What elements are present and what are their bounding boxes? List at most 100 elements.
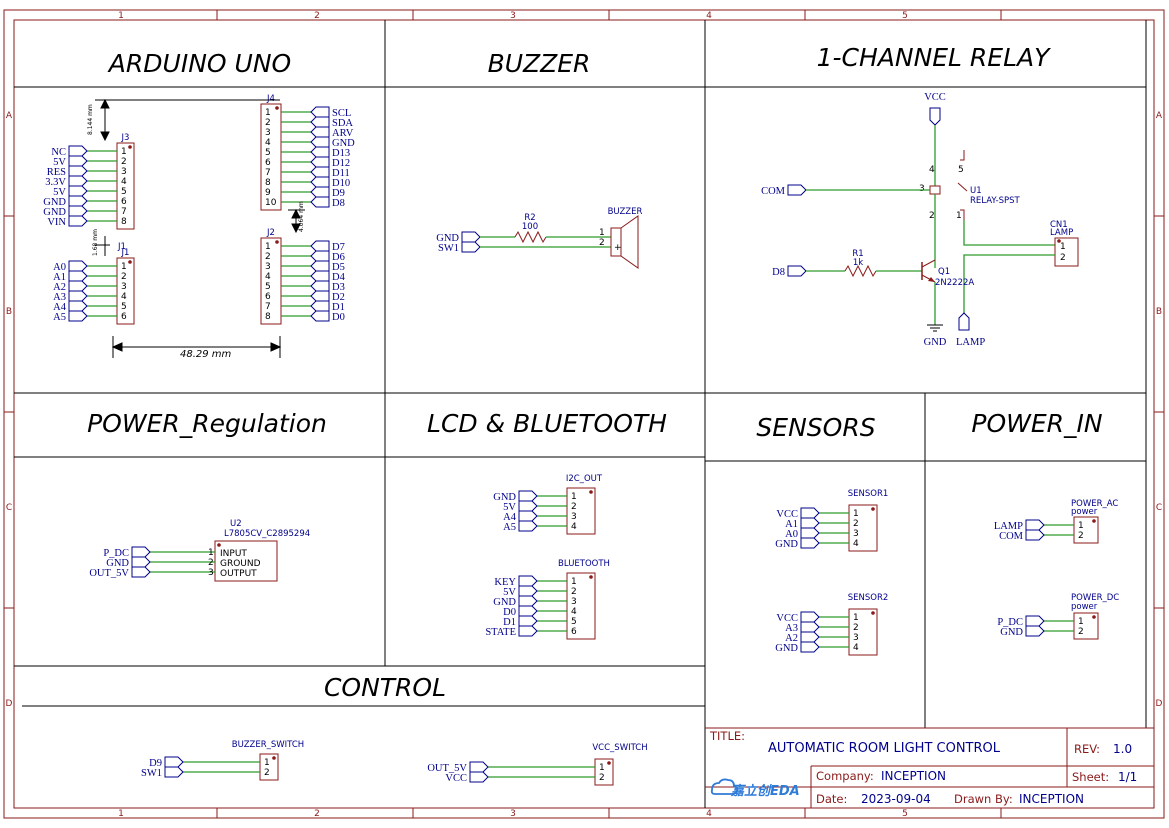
u2-pin1-dot [217, 543, 221, 547]
sensor2-net-1-flag [800, 611, 820, 623]
j2-net-1-flag [310, 240, 330, 252]
zone-col-3: 3 [510, 11, 516, 21]
i2c-net-1-flag [518, 490, 538, 502]
bz-switch-title: BUZZER_SWITCH [232, 740, 304, 750]
j4-pin-1: 1 [265, 108, 271, 118]
u1-value: RELAY-SPST [970, 196, 1021, 206]
vcc-switch-body [594, 758, 614, 786]
drawn-value: INCEPTION [1019, 792, 1084, 806]
title-block [705, 727, 1154, 808]
rev-value: 1.0 [1113, 742, 1132, 756]
cn1-pin-2: 2 [1060, 253, 1066, 263]
sensor1-pin-2: 2 [853, 519, 859, 529]
buzzer-net-gnd-flag [461, 231, 481, 243]
bt-net-1-flag [518, 575, 538, 587]
j4-net-7: D11 [332, 168, 350, 179]
relay-coil [929, 185, 941, 195]
relay-pin-4: 4 [929, 165, 935, 175]
company-label: Company: [816, 769, 874, 783]
dim-top: 8.144 mm [87, 104, 94, 135]
j1-pin-1: 1 [121, 262, 127, 272]
j4-net-8-flag [310, 176, 330, 188]
bt-pin-3: 3 [571, 597, 577, 607]
cn1-pin1-dot [1057, 239, 1061, 243]
j4-pin1-dot [275, 106, 279, 110]
company-value: INCEPTION [881, 769, 946, 783]
j2-net-4: D4 [332, 272, 346, 283]
power-dc-net-2: GND [1000, 627, 1023, 638]
i2c-net-4: A5 [503, 522, 516, 533]
u1-ref: U1 [970, 186, 982, 196]
j4-net-3-flag [310, 126, 330, 138]
sensor1-pin-3: 3 [853, 529, 859, 539]
power-ac-pin-1: 1 [1078, 521, 1084, 531]
j4-pin-2: 2 [265, 118, 271, 128]
zone-col-1: 1 [118, 11, 124, 21]
bt-pin-2: 2 [571, 587, 577, 597]
buzzer-horn [620, 215, 639, 269]
sheet-label: Sheet: [1072, 770, 1109, 784]
u2-body [214, 540, 278, 582]
j4-net-9: D9 [332, 188, 345, 199]
sheet-frame [3, 9, 1165, 819]
vcc-switch-net-2: VCC [445, 773, 467, 784]
i2c-net-2-flag [518, 500, 538, 512]
sensor2-net-3: A2 [785, 633, 798, 644]
j2-ref: J2 [266, 228, 275, 238]
dim-gap-left: 1.68 mm [92, 229, 99, 256]
sensor1-net-1-flag [800, 507, 820, 519]
j3-net-3: RES [47, 167, 66, 178]
vcc-switch-pin-1: 1 [599, 763, 605, 773]
relay-d8: D8 [772, 267, 785, 278]
j4-net-10-flag [310, 196, 330, 208]
bz-switch-net-1: D9 [149, 758, 162, 769]
sensor2-body [848, 608, 878, 656]
vcc-switch-net-1-flag [469, 761, 489, 773]
zone-col-2: 2 [314, 11, 320, 21]
relay-pin-3: 3 [919, 184, 925, 194]
title-relay: 1-CHANNEL RELAY [817, 43, 1052, 72]
sensor1-net-1: VCC [776, 509, 798, 520]
j2-pin-1: 1 [265, 242, 271, 252]
i2c-net-3: A4 [503, 512, 517, 523]
buzzer-pin-1: 1 [599, 228, 605, 238]
u2-pin-name-1: INPUT [220, 549, 247, 559]
power-ac-pin1-dot [1092, 519, 1096, 523]
power-dc-net-1-flag [1025, 615, 1045, 627]
cn1-body [1054, 237, 1079, 267]
bt-net-6: STATE [485, 627, 516, 638]
date-value: 2023-09-04 [861, 792, 931, 806]
j2-net-1: D7 [332, 242, 345, 253]
sensor1-pin1-dot [871, 507, 875, 511]
j4-net-2: SDA [332, 118, 353, 129]
relay-wire-lamp2 [963, 254, 1055, 320]
u2-pin-2: 2 [208, 558, 214, 568]
j2-net-7-flag [310, 300, 330, 312]
j1-net-5: A4 [53, 302, 67, 313]
i2c-pin-2: 2 [571, 502, 577, 512]
bt-net-2: 5V [503, 587, 516, 598]
sensor1-net-4-flag [800, 537, 820, 549]
bz-switch-net-2: SW1 [141, 768, 162, 779]
relay-com: COM [761, 186, 786, 197]
j1-net-3-flag [68, 280, 88, 292]
q1-arrow [928, 277, 935, 282]
title-power-regulation: POWER_Regulation [87, 409, 327, 438]
title-buzzer: BUZZER [488, 49, 591, 78]
r1-ref: R1 [852, 249, 863, 259]
j1-net-4: A3 [53, 292, 66, 303]
bz-switch-net-1-flag [164, 756, 184, 768]
j3-pin-8: 8 [121, 217, 127, 227]
j3-net-3-flag [68, 165, 88, 177]
j2-net-6-flag [310, 290, 330, 302]
j3-net-8-flag [68, 215, 88, 227]
section-dividers [14, 20, 1147, 808]
power-dc-pin1-dot [1092, 615, 1096, 619]
zone-row-d-right: D [1156, 699, 1163, 709]
sensor2-pin-1: 1 [853, 613, 859, 623]
power-dc-pin-1: 1 [1078, 617, 1084, 627]
eda-logo-text: 嘉立创EDA [730, 783, 800, 799]
bt-net-5: D1 [503, 617, 516, 628]
i2c-body [566, 487, 596, 535]
